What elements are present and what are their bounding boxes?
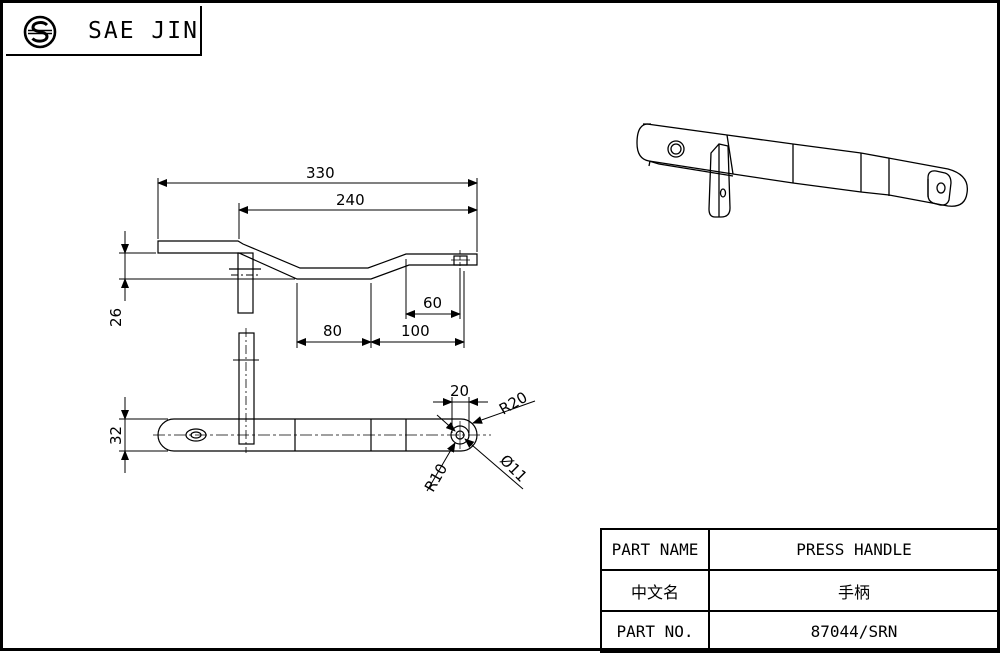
dim-80-100 xyxy=(296,271,465,348)
dim-20 xyxy=(433,397,488,433)
side-view-tab xyxy=(237,252,254,314)
dim-240 xyxy=(238,203,478,239)
chinese-name-value: 手柄 xyxy=(708,569,1000,612)
chinese-name-label: 中文名 xyxy=(600,569,710,612)
dim-r20-label: R20 xyxy=(496,388,531,418)
title-row-part-name: PART NAME PRESS HANDLE xyxy=(600,528,1000,571)
dim-330-label: 330 xyxy=(306,164,335,182)
title-row-part-no: PART NO. 87044/SRN xyxy=(600,610,1000,653)
part-no-value: 87044/SRN xyxy=(708,610,1000,653)
top-view xyxy=(153,328,491,453)
dim-diameter-label: Ø11 xyxy=(496,451,531,486)
part-name-value: PRESS HANDLE xyxy=(708,528,1000,571)
technical-drawing: 330 240 26 60 8 xyxy=(107,123,969,495)
part-name-label: PART NAME xyxy=(600,528,710,571)
iso-tab-outline xyxy=(708,143,731,218)
side-view-bar-outline xyxy=(157,240,478,280)
top-view-bar-outline xyxy=(157,418,478,452)
brand-name: SAE JIN xyxy=(88,18,199,44)
top-view-tab xyxy=(238,332,255,445)
dim-100-label: 100 xyxy=(401,322,430,340)
dim-60 xyxy=(405,259,461,319)
brand-box: SAE JIN xyxy=(6,6,202,56)
dim-60-label: 60 xyxy=(423,294,442,312)
dim-330 xyxy=(157,178,478,252)
sae-jin-logo-icon xyxy=(23,15,57,49)
dim-240-label: 240 xyxy=(336,191,365,209)
dim-80-label: 80 xyxy=(323,322,342,340)
iso-bar-outline xyxy=(636,123,969,207)
dim-r10 xyxy=(426,442,456,492)
dim-diameter xyxy=(436,414,524,490)
dim-r20 xyxy=(472,400,536,424)
dim-32 xyxy=(119,397,168,473)
dim-32-label: 32 xyxy=(107,426,125,445)
title-block: PART NAME PRESS HANDLE 中文名 手柄 PART NO. 8… xyxy=(600,528,1000,653)
dim-26-label: 26 xyxy=(107,308,125,327)
dim-26 xyxy=(119,231,295,301)
title-row-chinese-name: 中文名 手柄 xyxy=(600,569,1000,612)
isometric-view xyxy=(636,123,969,218)
side-view xyxy=(157,240,478,314)
dim-20-label: 20 xyxy=(450,382,469,400)
dim-r10-label: R10 xyxy=(421,460,451,495)
part-no-label: PART NO. xyxy=(600,610,710,653)
